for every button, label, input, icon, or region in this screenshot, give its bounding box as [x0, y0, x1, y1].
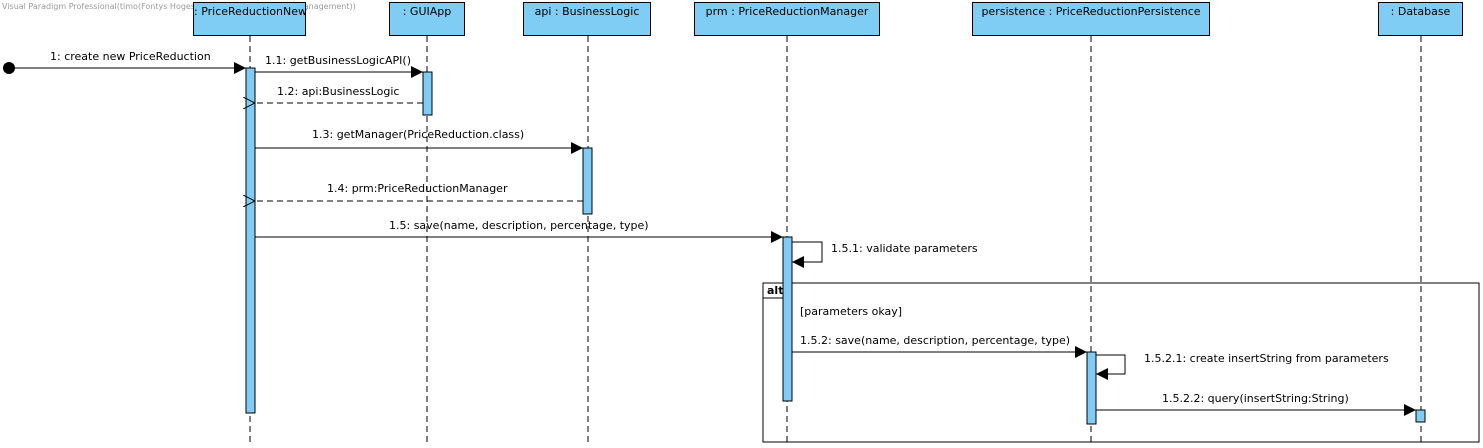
message-1-5-2-2-label: 1.5.2.2: query(insertString:String): [1162, 392, 1349, 405]
found-message-dot: [3, 62, 15, 74]
lifeline-price-reduction-new: : PriceReductionNew: [193, 2, 307, 36]
lifeline-price-reduction-persistence: persistence : PriceReductionPersistence: [972, 2, 1210, 36]
message-1-2-label: 1.2: api:BusinessLogic: [277, 85, 399, 98]
activation-bar: [782, 236, 793, 402]
activation-bar: [422, 71, 433, 116]
alt-guard: [parameters okay]: [800, 305, 902, 318]
lifeline-business-logic: api : BusinessLogic: [523, 2, 651, 36]
message-1-label: 1: create new PriceReduction: [50, 50, 211, 63]
activation-bar: [1086, 351, 1097, 425]
message-1-5-1-self-arrow: [792, 241, 823, 268]
message-1-5-1-label: 1.5.1: validate parameters: [831, 242, 978, 255]
message-1-5-2-1-label: 1.5.2.1: create insertString from parame…: [1144, 352, 1389, 365]
message-1-3-label: 1.3: getManager(PriceReduction.class): [312, 128, 524, 141]
message-1-5-2-1-self-arrow: [1096, 354, 1126, 380]
lifeline-database: : Database: [1378, 2, 1463, 36]
message-1-1-label: 1.1: getBusinessLogicAPI(): [265, 54, 411, 67]
activation-bar: [245, 67, 256, 414]
watermark: Visual Paradigm Professional(timo(Fontys…: [2, 2, 356, 11]
activation-bar: [1415, 409, 1426, 423]
activation-bar: [582, 147, 593, 215]
alt-operator: alt: [767, 284, 783, 297]
message-1-5-label: 1.5: save(name, description, percentage,…: [389, 219, 649, 232]
lifeline-gui-app: : GUIApp: [389, 2, 465, 36]
lifeline-price-reduction-manager: prm : PriceReductionManager: [694, 2, 880, 36]
message-1-5-2-label: 1.5.2: save(name, description, percentag…: [800, 334, 1070, 347]
message-1-4-label: 1.4: prm:PriceReductionManager: [327, 182, 508, 195]
